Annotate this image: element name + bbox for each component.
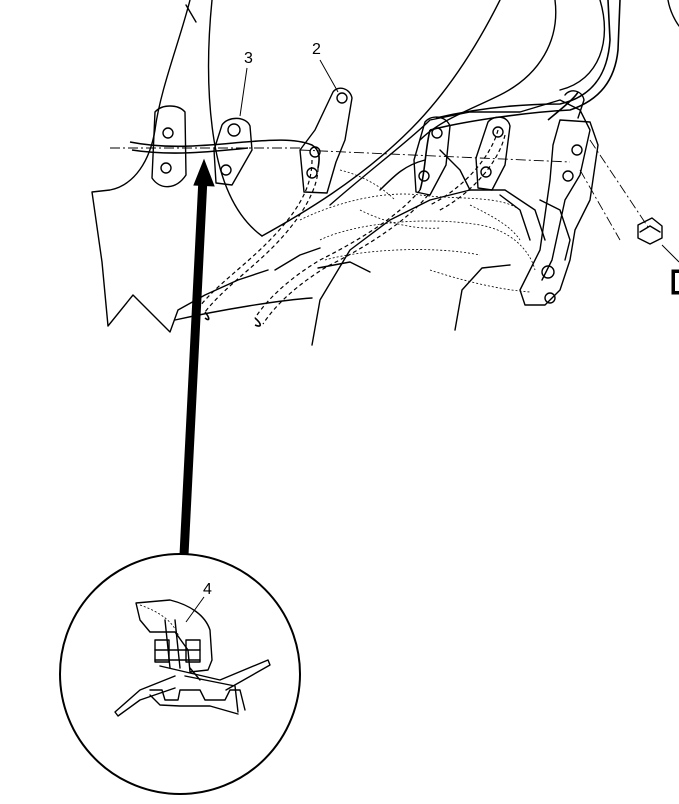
edge-fragment-right-inner	[675, 273, 679, 291]
detail-circle	[59, 553, 301, 795]
callout-3: 3	[244, 50, 253, 67]
callout-4: 4	[203, 581, 212, 598]
alignment-lines	[110, 139, 651, 241]
fender-panel	[91, 0, 269, 333]
edge-fragment-top-right	[667, 0, 679, 27]
main-frame	[174, 0, 606, 346]
nut	[637, 217, 679, 263]
bracket-2	[299, 59, 353, 194]
mount-plate	[519, 90, 599, 306]
detail-arrow	[179, 158, 215, 556]
hose-clips	[413, 116, 511, 196]
bracket-3	[213, 67, 253, 186]
hose-routing	[129, 0, 621, 327]
callout-2: 2	[312, 41, 321, 58]
